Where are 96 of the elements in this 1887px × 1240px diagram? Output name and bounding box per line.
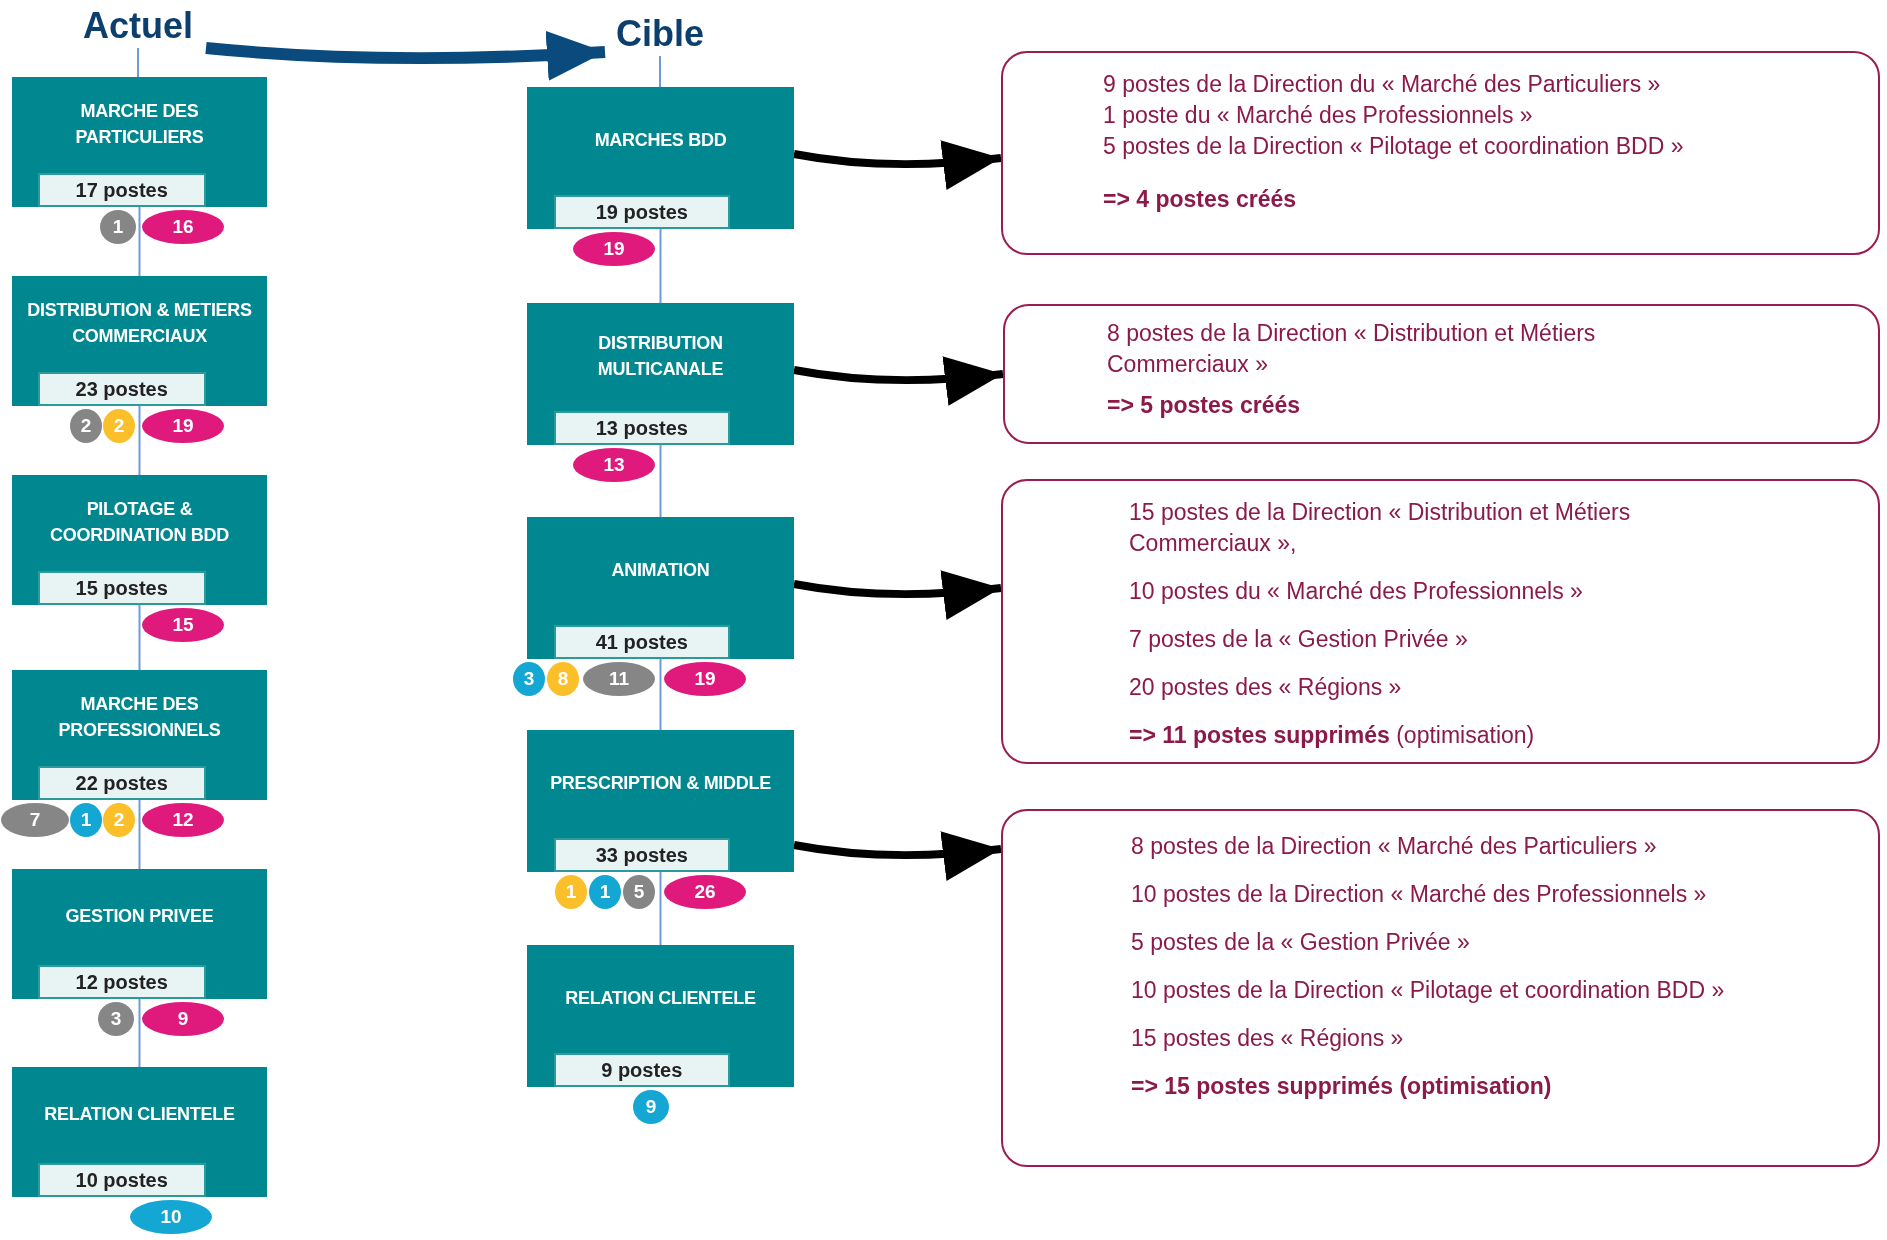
- arrow: [793, 569, 1002, 620]
- department-name: DISTRIBUTION MULTICANALE: [596, 332, 725, 381]
- department-name: MARCHES BDD: [593, 129, 728, 152]
- headcount-label: 12 postes: [37, 965, 206, 999]
- connector-line: [659, 444, 662, 518]
- arrow: [793, 355, 1004, 406]
- note-text: 10 postes de la Direction « Marché des Professionnels »: [1131, 880, 1708, 909]
- headcount-badge: 19: [142, 409, 224, 443]
- headcount-badge: 11: [583, 662, 655, 696]
- headcount-badge: 2: [103, 409, 135, 443]
- note-text: 7 postes de la « Gestion Privée »: [1129, 625, 1469, 654]
- headcount-badge: 1: [70, 803, 102, 837]
- connector-line: [659, 658, 662, 731]
- note-text: 1 poste du « Marché des Professionnels »: [1103, 101, 1534, 130]
- note-box: [1001, 479, 1880, 764]
- connector-line: [659, 55, 661, 88]
- headcount-badge: 2: [70, 409, 102, 443]
- department-box: [12, 869, 267, 999]
- headcount-badge: 19: [573, 232, 655, 266]
- note-text: => 4 postes créés: [1103, 185, 1298, 214]
- headcount-badge: 15: [142, 608, 224, 642]
- note-text: 20 postes des « Régions »: [1129, 673, 1403, 702]
- headcount-badge: 1: [555, 875, 587, 909]
- department-box: [527, 945, 794, 1087]
- department-box: [527, 303, 794, 445]
- connector-line: [137, 47, 139, 78]
- note-text: => 11 postes supprimés (optimisation): [1129, 721, 1536, 750]
- headcount-badge: 1: [100, 210, 136, 244]
- headcount-label: 22 postes: [37, 766, 206, 800]
- department-box: [527, 517, 794, 659]
- department-box: [12, 1067, 267, 1197]
- connector-line: [659, 228, 662, 304]
- department-name: RELATION CLIENTELE: [564, 987, 757, 1010]
- department-box: [12, 670, 267, 800]
- headcount-badge: 26: [664, 875, 746, 909]
- note-text: => 15 postes supprimés (optimisation): [1131, 1072, 1553, 1101]
- arrow: [205, 30, 606, 81]
- note-text: 15 postes des « Régions »: [1131, 1024, 1405, 1053]
- headcount-label: 17 postes: [37, 173, 206, 207]
- headcount-label: 33 postes: [553, 838, 730, 872]
- arrow: [793, 139, 1002, 190]
- department-box: [12, 276, 267, 406]
- headcount-badge: 10: [130, 1200, 212, 1234]
- headcount-badge: 19: [664, 662, 746, 696]
- note-text: 15 postes de la Direction « Distribution et Métiers Commerciaux »,: [1129, 498, 1632, 558]
- connector-line: [138, 799, 141, 870]
- headcount-badge: 9: [633, 1090, 669, 1124]
- department-box: [527, 730, 794, 872]
- headcount-label: 10 postes: [37, 1163, 206, 1197]
- headcount-label: 13 postes: [553, 411, 730, 445]
- note-text: 9 postes de la Direction du « Marché des Particuliers »: [1103, 70, 1662, 99]
- department-box: [527, 87, 794, 229]
- department-name: PRESCRIPTION & MIDDLE: [549, 772, 772, 795]
- headcount-badge: 9: [142, 1002, 224, 1036]
- headcount-badge: 13: [573, 448, 655, 482]
- department-box: [12, 475, 267, 605]
- headcount-badge: 3: [98, 1002, 134, 1036]
- headcount-label: 9 postes: [553, 1053, 730, 1087]
- headcount-label: 41 postes: [553, 625, 730, 659]
- column-heading: Cible: [605, 12, 715, 56]
- department-name: PILOTAGE & COORDINATION BDD: [49, 498, 230, 547]
- department-name: MARCHE DES PROFESSIONNELS: [57, 693, 222, 742]
- note-box: [1001, 51, 1880, 255]
- connector-line: [138, 604, 141, 671]
- note-text: 5 postes de la « Gestion Privée »: [1131, 928, 1471, 957]
- department-name: DISTRIBUTION & METIERS COMMERCIAUX: [26, 299, 253, 348]
- headcount-badge: 1: [589, 875, 621, 909]
- headcount-badge: 16: [142, 210, 224, 244]
- connector-line: [138, 405, 141, 476]
- headcount-label: 19 postes: [553, 195, 730, 229]
- headcount-badge: 2: [103, 803, 135, 837]
- department-name: GESTION PRIVEE: [64, 905, 215, 928]
- arrow: [793, 830, 1002, 881]
- note-text: 8 postes de la Direction « Distribution et Métiers Commerciaux »: [1107, 319, 1597, 379]
- headcount-label: 15 postes: [37, 571, 206, 605]
- department-name: MARCHE DES PARTICULIERS: [74, 100, 205, 149]
- headcount-badge: 5: [623, 875, 655, 909]
- department-name: RELATION CLIENTELE: [43, 1103, 236, 1126]
- note-box: [1001, 809, 1880, 1167]
- note-text: 8 postes de la Direction « Marché des Particuliers »: [1131, 832, 1658, 861]
- connector-line: [138, 998, 141, 1068]
- department-box: [12, 77, 267, 207]
- note-text: => 5 postes créés: [1107, 391, 1302, 420]
- headcount-badge: 12: [142, 803, 224, 837]
- headcount-badge: 3: [513, 662, 545, 696]
- headcount-label: 23 postes: [37, 372, 206, 406]
- note-text: 5 postes de la Direction « Pilotage et coordination BDD »: [1103, 132, 1685, 161]
- column-heading: Actuel: [70, 4, 206, 48]
- headcount-badge: 7: [1, 803, 69, 837]
- note-text: 10 postes du « Marché des Professionnels »: [1129, 577, 1584, 606]
- department-name: ANIMATION: [610, 559, 711, 582]
- note-box: [1003, 304, 1880, 444]
- headcount-badge: 8: [547, 662, 579, 696]
- note-text: 10 postes de la Direction « Pilotage et coordination BDD »: [1131, 976, 1726, 1005]
- connector-line: [659, 871, 662, 946]
- connector-line: [138, 206, 141, 277]
